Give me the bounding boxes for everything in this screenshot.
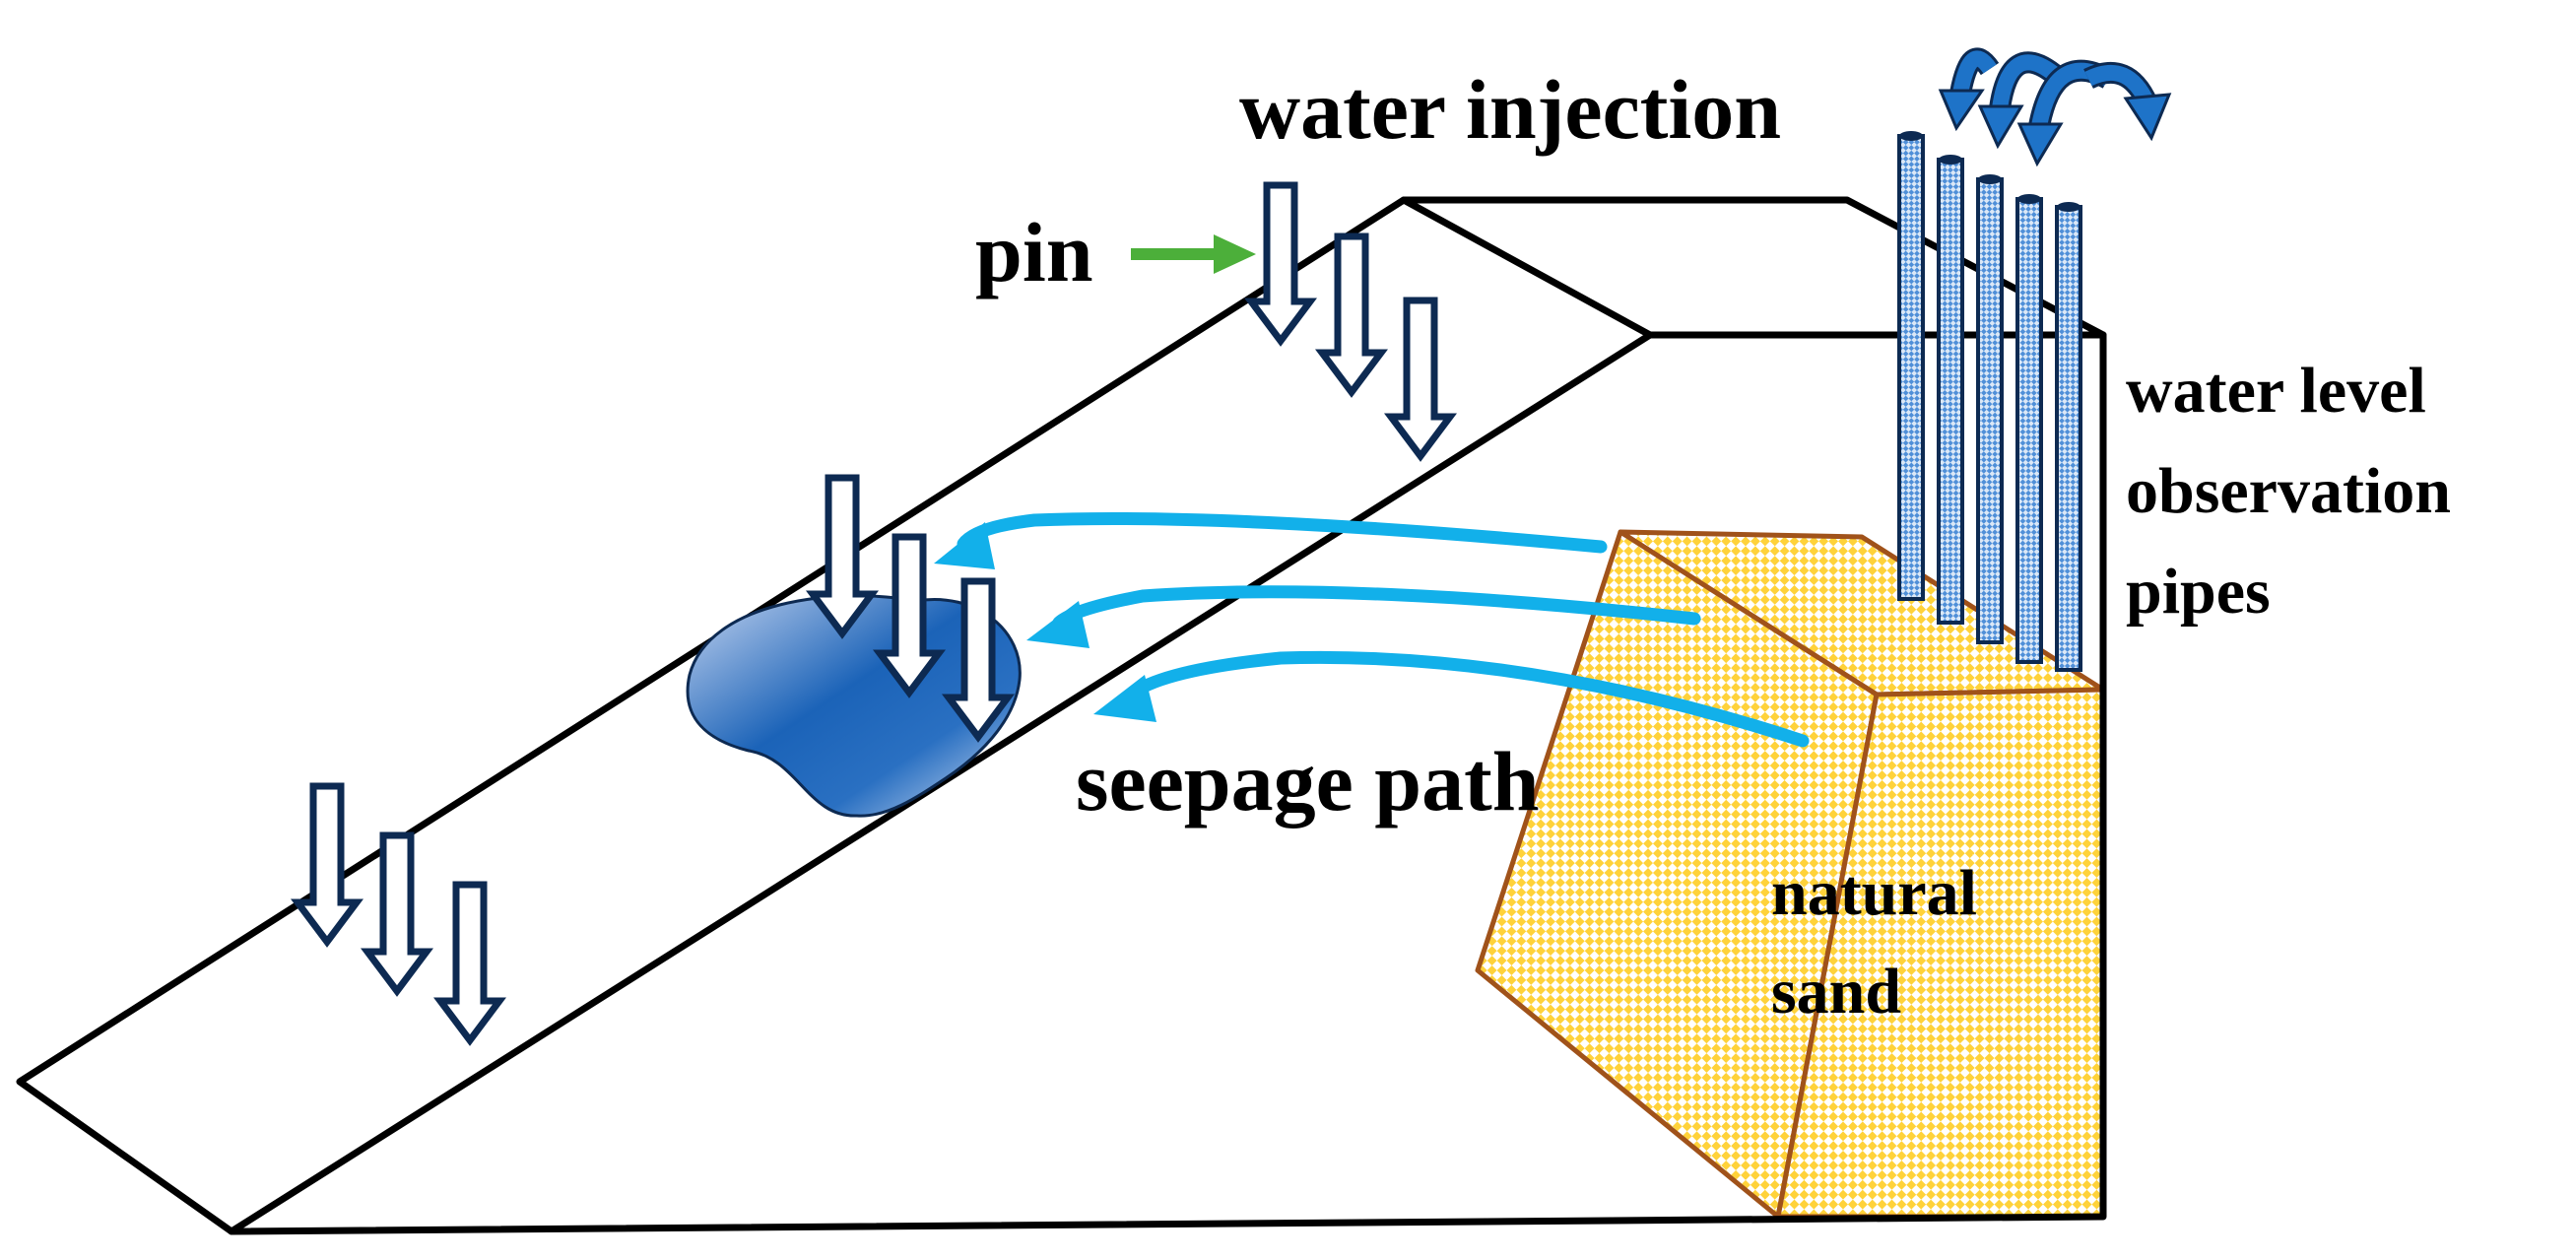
observation-pipes: [1897, 131, 2082, 672]
observation-pipe: [1937, 155, 1964, 625]
down-arrow-pin-icon: [1322, 236, 1381, 392]
curved-injection-arrow-icon: [2083, 61, 2172, 142]
curved-injection-arrow-icon: [1977, 51, 2061, 150]
observation-pipe: [1897, 131, 1925, 601]
curved-seepage-arrow-icon: [1093, 650, 1810, 748]
water-injection-arrows: [1938, 47, 2172, 167]
down-arrow-pin-icon: [813, 478, 872, 633]
curved-seepage-arrow-icon: [1026, 585, 1701, 648]
observation-pipe: [2015, 194, 2043, 664]
label-water-injection: water injection: [1239, 62, 1781, 157]
crest-left-edge: [1400, 196, 1654, 339]
natural-sand-block: [1475, 529, 2106, 1220]
label-natural-sand-line1: natural: [1771, 857, 1977, 929]
pins-top: [1251, 185, 1450, 456]
down-arrow-pin-icon: [367, 835, 427, 991]
label-natural-sand-line2: sand: [1771, 956, 1901, 1028]
down-arrow-pin-icon: [440, 885, 499, 1040]
observation-pipe: [1976, 174, 2004, 644]
label-water-level-line3: pipes: [2126, 556, 2271, 628]
label-water-level-line1: water level: [2126, 355, 2426, 427]
down-arrow-pin-icon: [1391, 300, 1450, 456]
label-seepage-path: seepage path: [1076, 734, 1540, 829]
curved-seepage-arrow-icon: [934, 512, 1608, 569]
label-pin: pin: [975, 205, 1093, 299]
observation-pipe: [2055, 202, 2082, 672]
pins-bottom: [297, 786, 499, 1040]
label-water-level-line2: observation: [2126, 455, 2451, 527]
curved-injection-arrow-icon: [1938, 47, 2000, 132]
seepage-path-arrows: [934, 512, 1810, 748]
green-pointer-arrow-icon: [1131, 234, 1256, 274]
down-arrow-pin-icon: [297, 786, 357, 942]
